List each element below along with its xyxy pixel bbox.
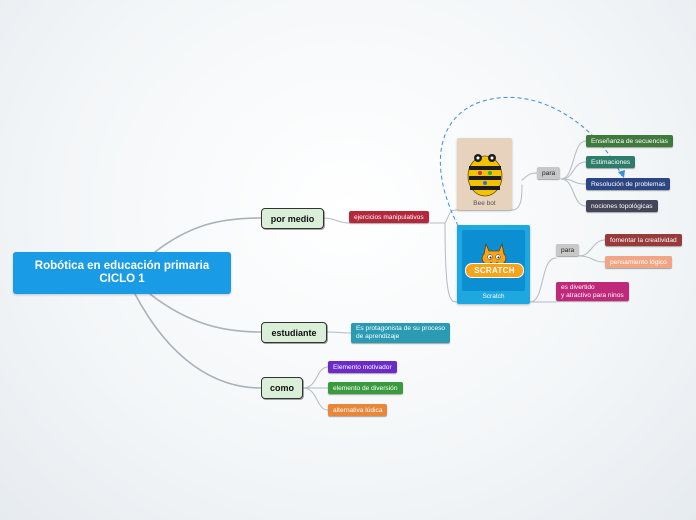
node-elemento-motivador[interactable]: Elemento motivador <box>328 361 397 373</box>
link-hub-scratch <box>444 222 531 303</box>
link-como-motivador <box>302 366 329 389</box>
beebot-caption: Bee bot <box>473 200 496 207</box>
link-scratch-para <box>529 257 557 303</box>
central-title-line1: Robótica en educación primaria <box>34 259 210 272</box>
node-beebot-para[interactable]: para <box>537 167 561 179</box>
node-ejercicios-manipulativos[interactable]: ejercicios manipulativos <box>349 211 429 223</box>
link-central-estudiante <box>149 293 262 333</box>
central-title-line2: CICLO 1 <box>99 273 145 285</box>
node-fomentar-creatividad[interactable]: fomentar la creatividad <box>605 234 682 246</box>
protagonista-line2: de aprendizaje <box>356 333 400 340</box>
protagonista-line1: Es protagonista de su proceso <box>356 325 446 333</box>
link-estudiante-child <box>326 331 352 334</box>
link-para-nociones <box>560 178 587 207</box>
dashed-arrowhead-top <box>618 170 625 178</box>
link-por-medio-ejercicios <box>323 217 350 224</box>
scratch-logo <box>462 230 525 291</box>
scratch-caption: Scratch <box>482 293 505 300</box>
node-alternativa-ludica[interactable]: alternativa lúdica <box>328 404 388 416</box>
link-para2-pensamiento <box>578 255 606 263</box>
node-scratch[interactable]: SCRATCH Scratch <box>457 225 530 304</box>
link-para2-fomentar <box>578 239 606 257</box>
topic-como[interactable]: como <box>261 377 303 399</box>
central-topic[interactable]: Robótica en educación primaria CICLO 1 <box>13 252 231 294</box>
topic-por-medio[interactable]: por medio <box>261 208 324 229</box>
scratch-logo-wordmark: SCRATCH <box>465 263 524 278</box>
node-scratch-para[interactable]: para <box>556 244 580 256</box>
divertido-line2: y atractivo para ninos <box>561 291 624 299</box>
dashed-relationship <box>439 96 623 239</box>
link-como-alternativa <box>302 387 329 411</box>
divertido-line1: es divertido <box>561 283 595 291</box>
node-ensenanza-secuencias[interactable]: Enseñanza de secuencias <box>586 135 673 147</box>
node-protagonista[interactable]: Es protagonista de su proceso de aprendi… <box>351 323 451 343</box>
link-para-estimaciones <box>560 161 587 180</box>
topic-estudiante[interactable]: estudiante <box>261 322 327 343</box>
node-pensamiento-logico[interactable]: pensamiento lógico <box>605 256 672 268</box>
link-para-enseñanza <box>560 140 587 180</box>
node-divertido-atractivo[interactable]: es divertido y atractivo para ninos <box>556 282 629 301</box>
node-estimaciones[interactable]: Estimaciones <box>586 156 636 168</box>
link-central-por-medio <box>154 217 262 253</box>
link-central-como <box>134 293 262 389</box>
node-resolucion-problemas[interactable]: Resolución de problemas <box>586 178 671 190</box>
link-beebot-para <box>521 172 538 181</box>
node-elemento-diversion[interactable]: elemento de diversión <box>328 382 403 394</box>
beebot-robot-icon <box>467 154 502 197</box>
node-nociones-topologicas[interactable]: nociones topológicas <box>586 200 658 212</box>
link-hub-beebot <box>444 184 523 224</box>
node-beebot[interactable]: Bee bot <box>457 138 512 210</box>
